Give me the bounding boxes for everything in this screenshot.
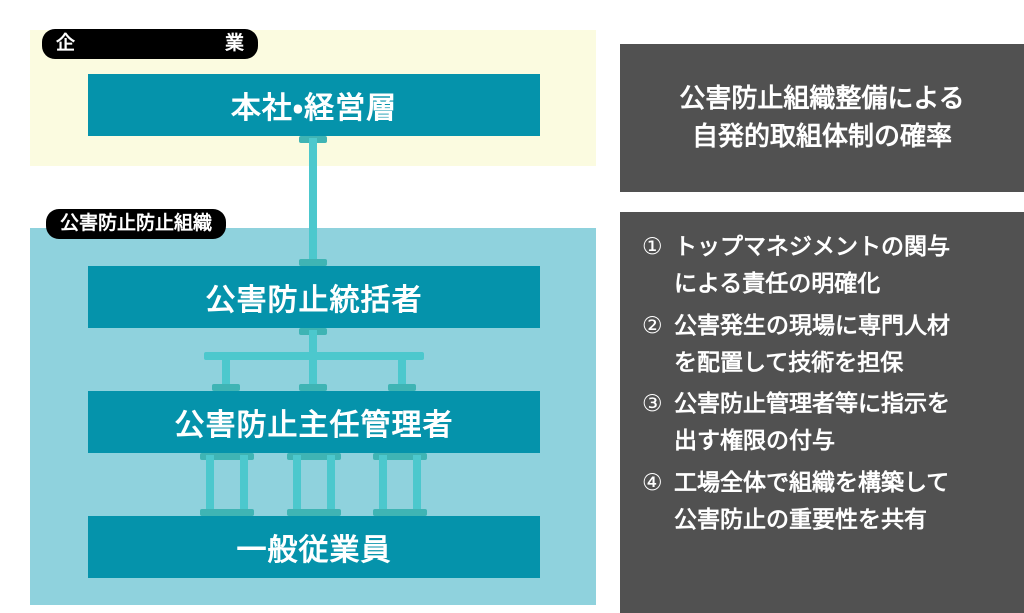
zone-label-enterprise-char2: 業 [224,33,244,54]
list-item: ② 公害発生の現場に専門人材 を配置して技術を担保 [642,307,1014,382]
list-item-line2: 出す権限の付与 [674,427,835,454]
list-item-line2: 公害防止の重要性を共有 [674,505,927,532]
list-item-number: ③ [642,390,663,416]
list-item-number: ④ [642,468,663,495]
node-pollution-control-chief-manager[interactable]: 公害防止主任管理者 [88,391,540,453]
list-item-line1: トップマネジメントの関与 [674,233,950,259]
panel-header-line2: 自発的取組体制の確率 [691,121,952,151]
node-headquarters[interactable]: 本社・経営層 [88,74,540,136]
list-item: ③ 公害防止管理者等に指示を 出す権限の付与 [642,385,1014,460]
panel-header: 公害防止組織整備による 自発的取組体制の確率 [620,44,1024,192]
list-item-line1: 公害防止管理者等に指示を [674,390,950,416]
node-general-employees-label: 一般従業員 [236,534,392,567]
node-headquarters-label: 本社・経営層 [230,92,398,125]
panel-body: ① トップマネジメントの関与 による責任の明確化 ② 公害発生の現場に専門人材 … [620,212,1024,613]
list-item-number: ① [642,233,663,259]
org-diagram: 本社・経営層 公害防止統括者 公害防止主任管理者 一般従業員 企 業 公害防止防… [30,29,596,605]
list-item-line1: 工場全体で組織を構築して [674,468,950,495]
zone-label-enterprise-char1: 企 [56,33,76,54]
list-item-text: 工場全体で組織を構築して 公害防止の重要性を共有 [674,464,1014,539]
list-item-text: トップマネジメントの関与 による責任の明確化 [674,228,1014,303]
list-item: ① トップマネジメントの関与 による責任の明確化 [642,228,1014,303]
list-item-line2: を配置して技術を担保 [674,348,904,375]
list-item-text: 公害防止管理者等に指示を 出す権限の付与 [674,385,1014,460]
zone-label-enterprise: 企 業 [42,29,258,59]
zone-label-pollution-organization: 公害防止防止組織 [46,209,227,239]
info-panel: 公害防止組織整備による 自発的取組体制の確率 ① トップマネジメントの関与 によ… [620,0,1024,613]
list-item: ④ 工場全体で組織を構築して 公害防止の重要性を共有 [642,464,1014,539]
node-pollution-control-chief-manager-label: 公害防止主任管理者 [174,409,454,442]
list-item-text: 公害発生の現場に専門人材 を配置して技術を担保 [674,307,1014,382]
node-pollution-control-general-manager[interactable]: 公害防止統括者 [88,266,540,328]
benefit-list: ① トップマネジメントの関与 による責任の明確化 ② 公害発生の現場に専門人材 … [642,228,1014,538]
node-pollution-control-general-manager-label: 公害防止統括者 [205,284,423,317]
list-item-line1: 公害発生の現場に専門人材 [674,311,950,338]
list-item-line2: による責任の明確化 [674,270,881,297]
panel-header-line1: 公害防止組織整備による [679,83,965,114]
node-general-employees[interactable]: 一般従業員 [88,516,540,578]
list-item-number: ② [642,311,663,338]
